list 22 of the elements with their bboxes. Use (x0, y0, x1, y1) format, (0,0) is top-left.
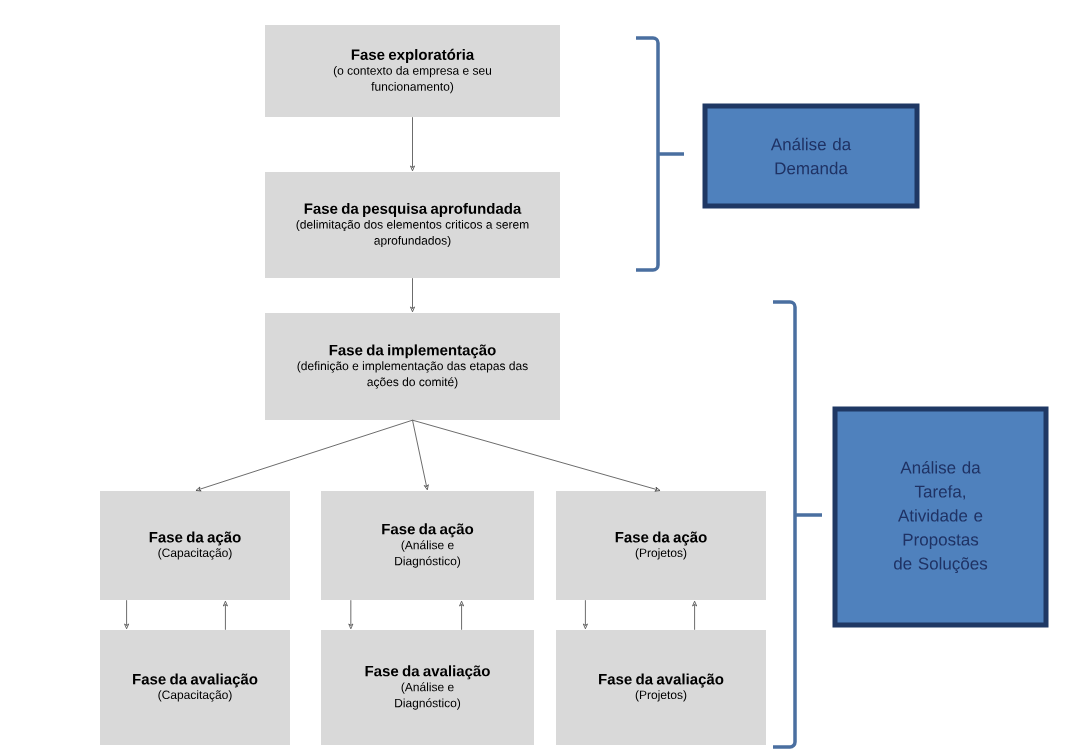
arrow (222, 600, 228, 631)
arrow (410, 277, 415, 313)
process-box: Fase da avaliação (Projetos) (556, 630, 766, 745)
process-box: Fase da pesquisa aprofundada (delimitação dos elementos criticos a serem aprofundados) (265, 172, 560, 278)
arrow (582, 599, 588, 630)
process-box: Fase da ação (Capacitação) (100, 491, 290, 600)
arrow (195, 419, 413, 492)
arrow (412, 419, 661, 492)
process-box: Fase exploratória (o contexto da empresa e seu funcionamento) (265, 25, 560, 117)
arrow (410, 116, 415, 172)
summary-box: Análise da Tarefa, Atividade e Propostas de Soluções (832, 406, 1049, 628)
process-box: Fase da implementação (definição e implementação das etapas das ações do comité) (265, 313, 560, 420)
process-box: Fase da avaliação (Análise e Diagnóstico) (321, 630, 534, 745)
arrow (459, 600, 465, 631)
arrow (348, 599, 354, 630)
arrow (692, 600, 698, 631)
summary-box: Análise da Demanda (702, 103, 920, 209)
process-box: Fase da ação (Análise e Diagnóstico) (321, 491, 534, 600)
arrow (124, 599, 130, 630)
process-box: Fase da avaliação (Capacitação) (100, 630, 290, 745)
process-box: Fase da ação (Projetos) (556, 491, 766, 600)
arrow (412, 419, 429, 491)
